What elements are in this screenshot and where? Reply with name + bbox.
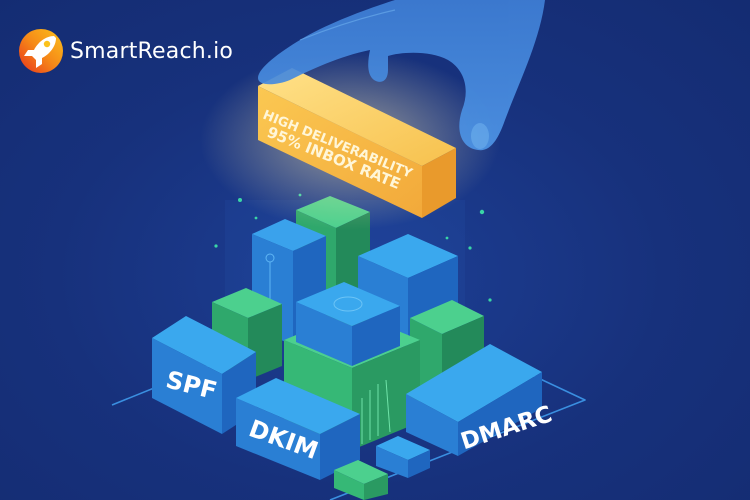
dmarc-block: DMARC <box>406 344 555 456</box>
brand-name: SmartReach.io <box>70 38 234 64</box>
small-green-cube <box>334 460 388 500</box>
rocket-icon <box>19 29 63 73</box>
hand-illustration <box>258 0 545 151</box>
small-blue-cube <box>376 436 430 478</box>
brand-logo[interactable]: SmartReach.io <box>18 28 233 74</box>
blue-cube-center <box>296 282 400 366</box>
